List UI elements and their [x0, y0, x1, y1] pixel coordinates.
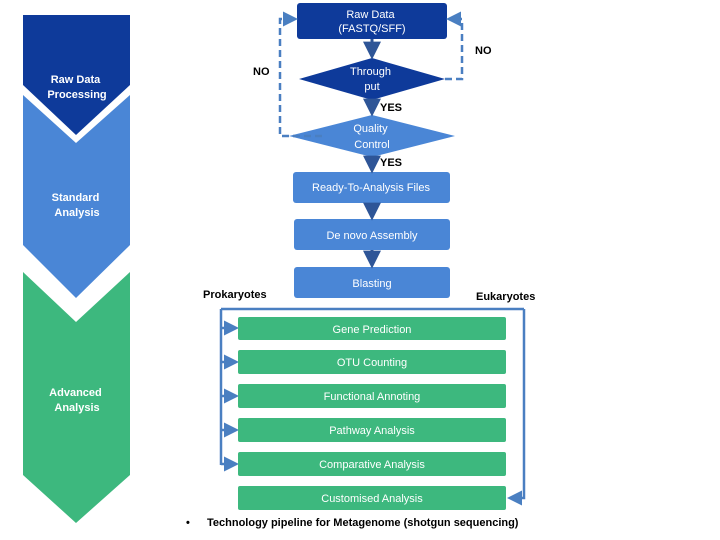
throughput-line: Through: [350, 66, 391, 78]
raw-data-line: (FASTQ/SFF): [338, 23, 405, 35]
stage-label-line: Raw Data: [51, 74, 101, 86]
no-loop-quality: [278, 11, 322, 138]
stage-label-line: Analysis: [54, 402, 99, 414]
chevron-raw-data-processing: [23, 15, 130, 135]
quality-control-line: Quality: [353, 123, 388, 135]
stage-label-line: Processing: [47, 89, 106, 101]
quality-control-label: Quality Control: [353, 123, 390, 151]
chevron-standard-analysis: [23, 95, 130, 298]
caption-text: Technology pipeline for Metagenome (shot…: [207, 517, 519, 529]
quality-control-decision: Quality Control: [289, 115, 455, 157]
yes-label-quality: YES: [380, 157, 402, 169]
caption-bullet: •: [186, 517, 190, 529]
stage-label-line: Standard: [52, 192, 100, 204]
step-label: Customised Analysis: [321, 493, 423, 505]
stage-label-advanced-analysis: Advanced Analysis: [49, 387, 105, 414]
stage-chevrons: Raw Data Processing Standard Analysis Ad…: [23, 15, 130, 523]
step-pathway-analysis: Pathway Analysis: [238, 418, 506, 442]
eukaryotes-label: Eukaryotes: [476, 291, 535, 303]
throughput-decision: Through put: [299, 58, 445, 100]
step-gene-prediction: Gene Prediction: [238, 317, 506, 340]
no-loop-throughput: [445, 11, 464, 81]
stage-label-line: Advanced: [49, 387, 102, 399]
step-label: Gene Prediction: [333, 324, 412, 336]
raw-data-node: Raw Data (FASTQ/SFF): [297, 3, 447, 39]
stage-label-standard-analysis: Standard Analysis: [52, 192, 103, 219]
step-customised-analysis: Customised Analysis: [238, 486, 506, 510]
throughput-label: Through put: [350, 66, 394, 93]
step-label: Pathway Analysis: [329, 425, 415, 437]
advanced-steps: Gene Prediction OTU Counting Functional …: [238, 317, 506, 510]
step-label: Functional Annoting: [324, 391, 421, 403]
step-comparative-analysis: Comparative Analysis: [238, 452, 506, 476]
prokaryotes-label: Prokaryotes: [203, 289, 267, 301]
branch-connectors: [219, 307, 526, 506]
de-novo-label: De novo Assembly: [326, 230, 418, 242]
blasting-label: Blasting: [352, 278, 391, 290]
step-label: OTU Counting: [337, 357, 407, 369]
feedback-loops: [278, 11, 464, 138]
stage-label-line: Analysis: [54, 207, 99, 219]
de-novo-node: De novo Assembly: [294, 219, 450, 250]
no-label-right: NO: [475, 45, 492, 57]
yes-label-throughput: YES: [380, 102, 402, 114]
chevron-advanced-analysis: [23, 272, 130, 523]
blasting-node: Blasting: [294, 267, 450, 298]
step-otu-counting: OTU Counting: [238, 350, 506, 374]
quality-control-line: Control: [354, 139, 389, 151]
eukaryotes-rail: [507, 309, 526, 506]
ready-files-label: Ready-To-Analysis Files: [312, 182, 430, 194]
no-label-left: NO: [253, 66, 270, 78]
ready-files-node: Ready-To-Analysis Files: [293, 172, 450, 203]
step-label: Comparative Analysis: [319, 459, 425, 471]
raw-data-line: Raw Data: [346, 9, 395, 21]
stage-label-raw-data-processing: Raw Data Processing: [47, 74, 106, 101]
raw-data-label: Raw Data (FASTQ/SFF): [338, 9, 405, 35]
step-functional-annoting: Functional Annoting: [238, 384, 506, 408]
throughput-line: put: [364, 81, 379, 93]
